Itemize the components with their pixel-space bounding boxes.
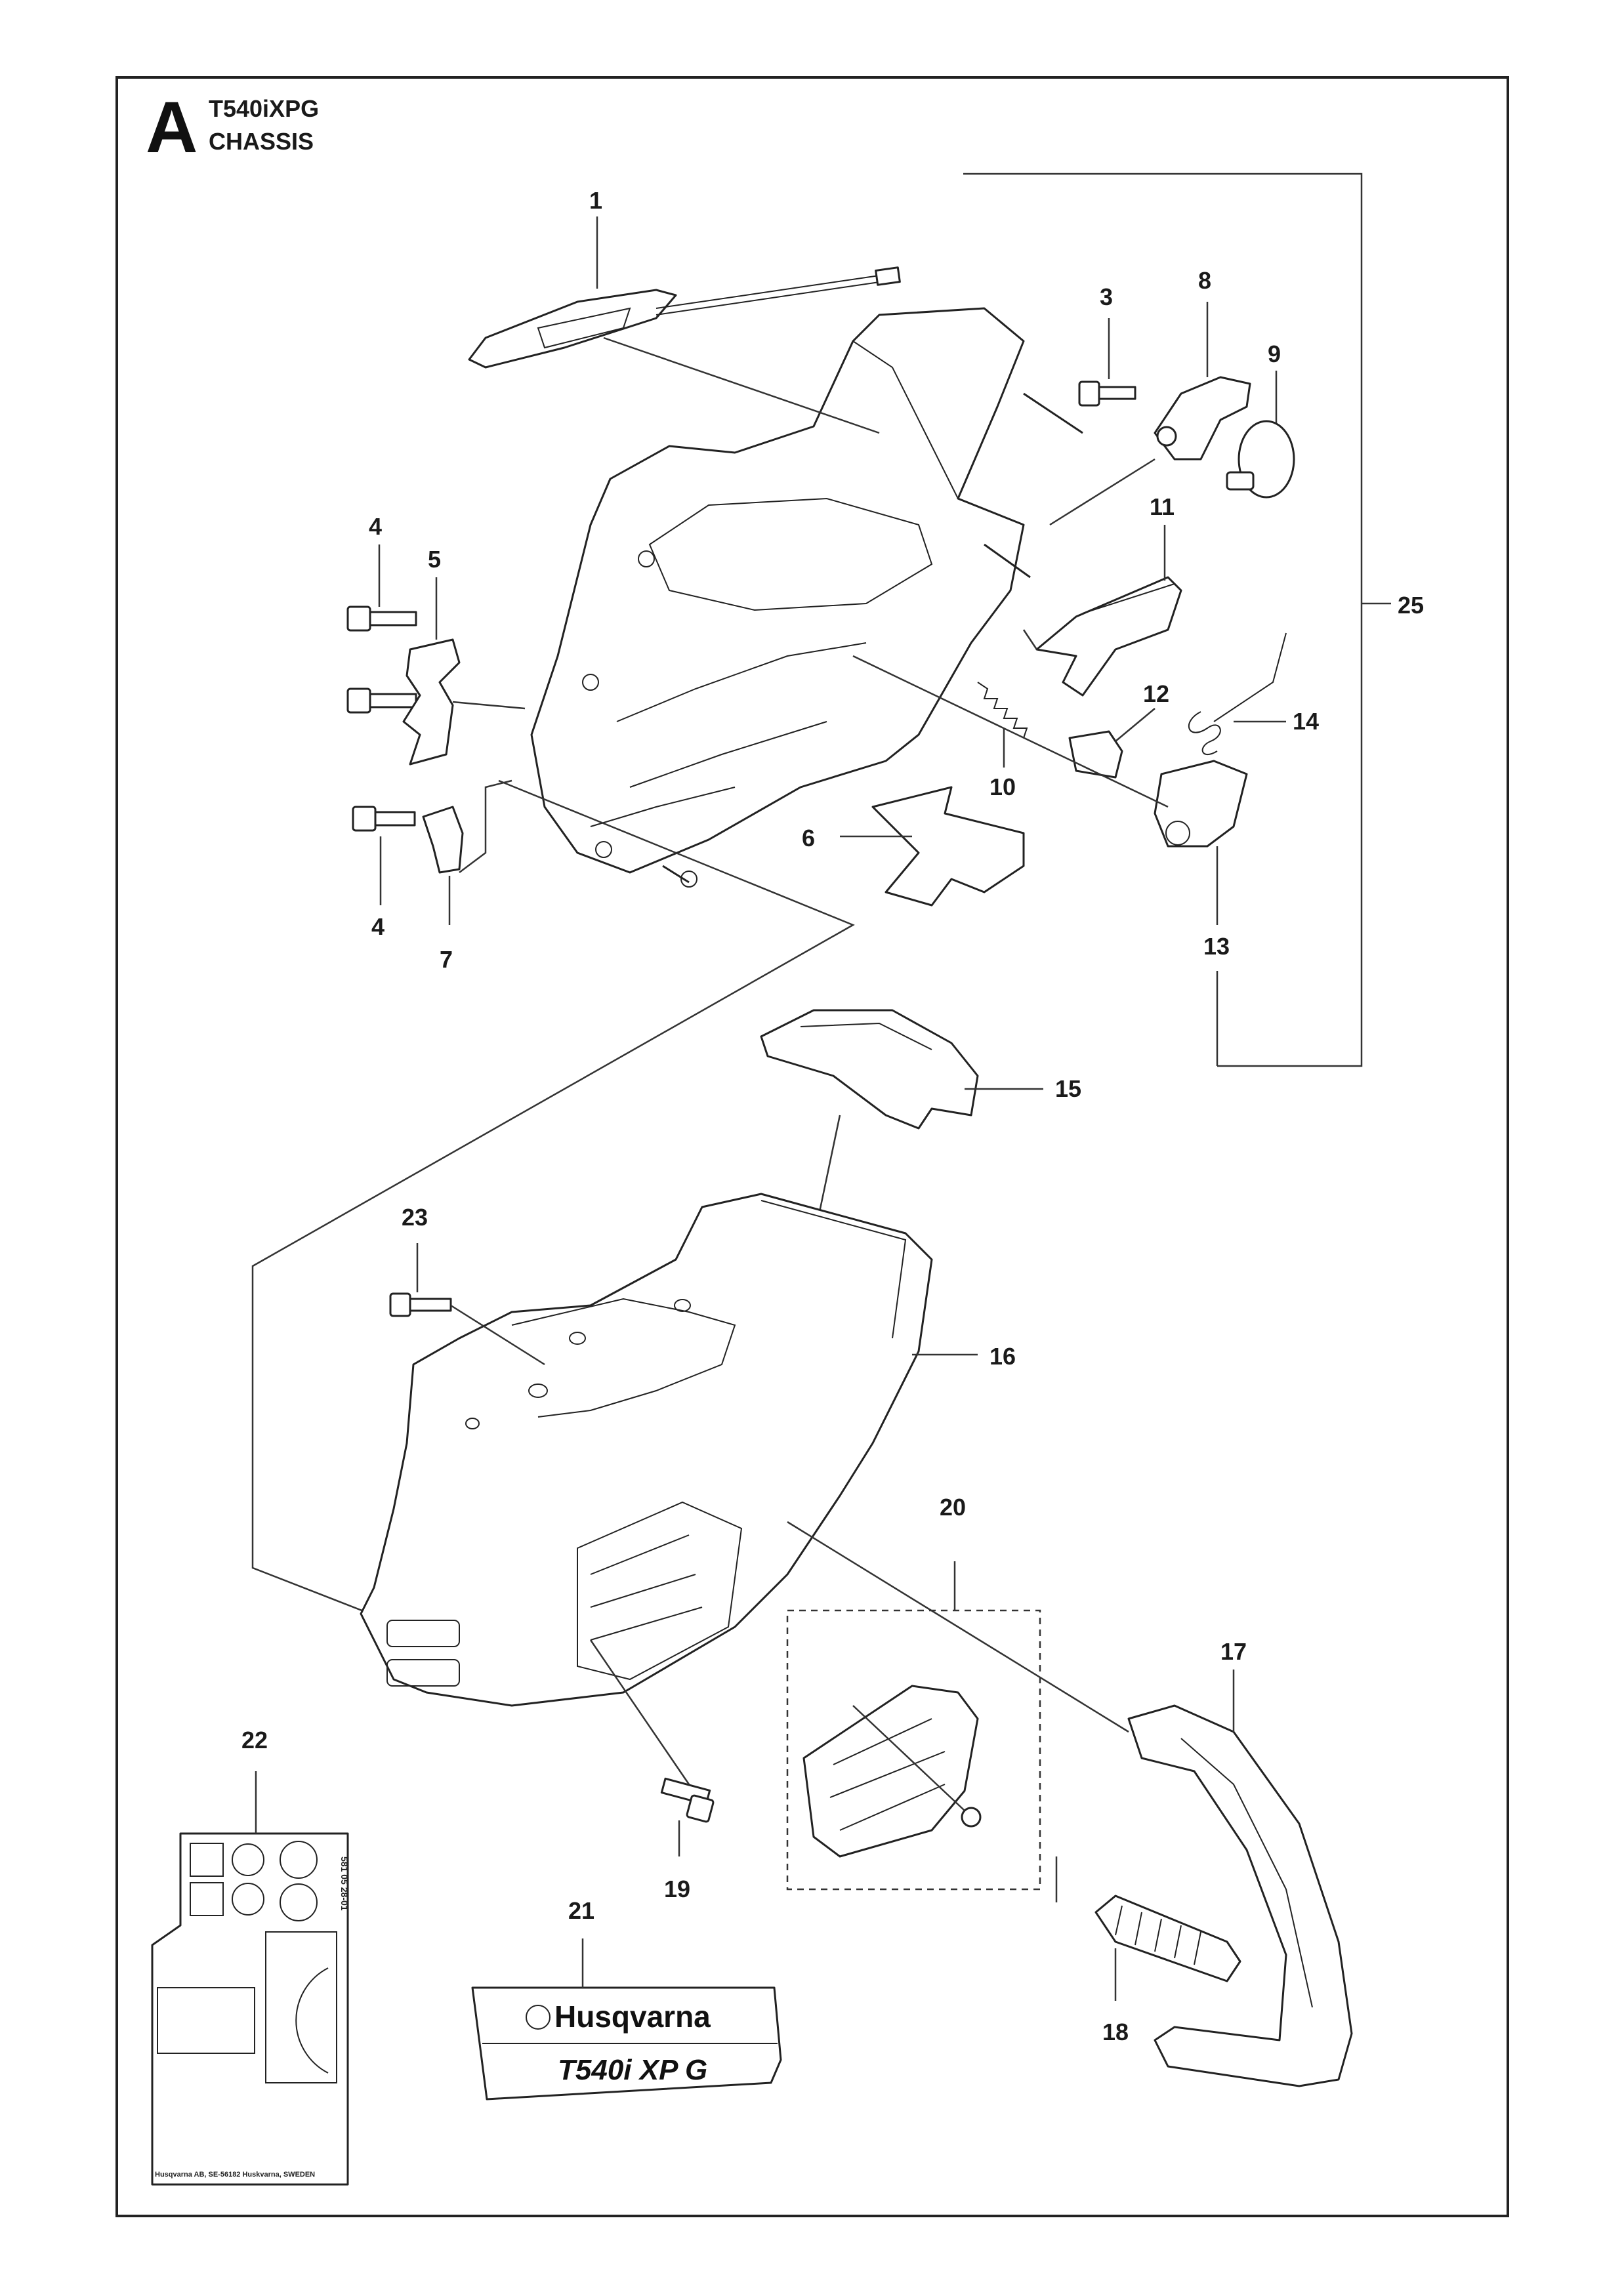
callout-9: 9 [1268,340,1281,367]
screw-part-19 [589,1639,715,1856]
chain-catcher-part-11 [1022,525,1182,697]
decal-part-21: Husqvarna T540i XP G [471,1938,782,2101]
shackle-part-8 [1049,302,1251,526]
callout-17: 17 [1220,1638,1247,1665]
callout-25: 25 [1398,592,1424,619]
trigger-part-1 [468,216,901,434]
callout-20: 20 [940,1494,966,1521]
guard-part-20 [786,1561,1041,1891]
callout-8: 8 [1198,267,1211,294]
callout-16: 16 [989,1343,1016,1370]
callout-19: 19 [664,1876,690,1902]
grip-part-18 [1055,1856,1241,2001]
section-letter: A [146,87,198,168]
screw-part-4b [352,806,416,905]
callout-labels: 1 3 8 9 4 5 11 25 12 14 10 6 4 7 13 15 2… [241,187,1424,2045]
callout-14: 14 [1293,708,1319,735]
callout-7: 7 [440,946,453,973]
screw-part-23 [389,1243,545,1366]
callout-15: 15 [1055,1075,1081,1102]
page-frame [115,76,1509,2217]
decal-model: T540i XP G [558,2054,707,2086]
model-name: T540iXPG [209,95,319,122]
callout-4: 4 [371,913,385,940]
sticker-part-22: 581 05 28-01 Husqvarna AB, SE-56182 Husk… [151,1771,350,2186]
callout-13: 13 [1203,933,1230,960]
callout-3: 3 [1100,283,1113,310]
callout-21: 21 [568,1897,594,1924]
front-handle-part-17 [787,1521,1353,2087]
callout-5: 5 [428,546,441,573]
spring-part-10 [977,682,1028,768]
brake-part-13 [852,655,1248,925]
sticker-part-code: 581 05 28-01 [339,1856,350,1911]
chassis-assembly [530,173,1391,1067]
callout-18: 18 [1102,2019,1129,2045]
section-title: CHASSIS [209,128,314,155]
callout-12: 12 [1143,680,1169,707]
pad-part-12 [1068,708,1156,779]
screw-part-3 [1078,318,1136,407]
callout-23: 23 [402,1204,428,1231]
decal-brand: Husqvarna [554,1999,711,2034]
callout-11: 11 [1150,493,1175,520]
callout-4: 4 [369,513,382,540]
callout-1: 1 [589,187,602,214]
callout-6: 6 [802,825,815,851]
bracket-part-7 [422,779,512,925]
ring-part-9 [1226,371,1295,499]
screws-part-4a [346,544,417,714]
plate-part-6 [840,786,1025,907]
callout-22: 22 [241,1727,268,1753]
spring-part-14 [1188,632,1287,756]
sticker-footer: Husqvarna AB, SE-56182 Huskvarna, SWEDEN [155,2171,315,2179]
plate-part-5 [402,577,526,766]
housing-part-16 [360,1193,978,1707]
callout-10: 10 [989,773,1016,800]
